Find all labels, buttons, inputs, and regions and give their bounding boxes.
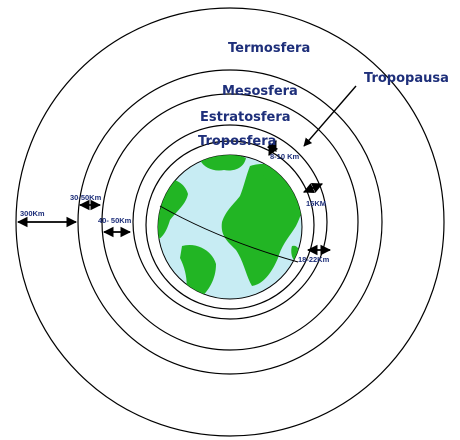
troposfera-mid-label: 15KM [306, 199, 326, 208]
termosfera-outer-circle [15, 7, 445, 437]
troposfera-mid-arrow [303, 183, 323, 193]
termosfera-label: Termosfera [228, 41, 310, 56]
troposfera-label: Troposfera [198, 134, 276, 149]
mesosfera-outer-circle [77, 69, 383, 375]
tropopausa-pointer-arrow [303, 85, 357, 147]
mesosfera-thickness-label: 30-50Km [70, 193, 102, 202]
termosfera-thickness-label: 300Km [20, 209, 45, 218]
earth-globe [157, 154, 303, 300]
troposfera-poles-label: 8-10 Km [270, 152, 300, 161]
estratosfera-outer-circle [101, 93, 359, 351]
tropopausa-circle [145, 140, 315, 310]
estratosfera-thickness-label: 40- 50Km [98, 216, 132, 225]
tropopausa-label: Tropopausa [364, 71, 449, 86]
troposfera-poles-arrow [266, 140, 279, 156]
troposfera-outer-circle [132, 124, 328, 320]
estratosfera-label: Estratosfera [200, 110, 291, 125]
mesosfera-label: Mesosfera [222, 84, 298, 99]
troposfera-equator-label: 18-22Km [298, 255, 330, 264]
equator-line [159, 205, 299, 263]
